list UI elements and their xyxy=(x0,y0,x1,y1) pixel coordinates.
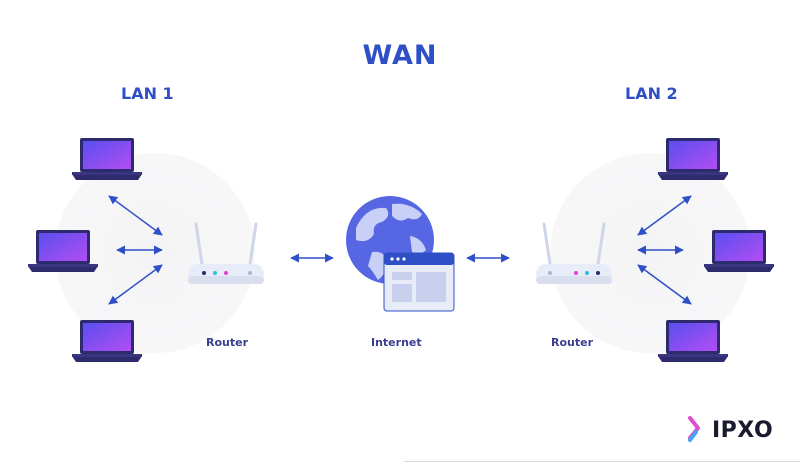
router1-label: Router xyxy=(206,336,249,349)
lan2-title: LAN 2 xyxy=(625,84,678,103)
brand-logo: IPXO xyxy=(686,418,773,443)
lan1-title: LAN 1 xyxy=(121,84,174,103)
ipxo-logo-icon xyxy=(688,416,700,442)
router2-label: Router xyxy=(551,336,594,349)
lan2-arrow-top xyxy=(637,195,692,236)
brand-name: IPXO xyxy=(712,418,774,443)
footer-divider xyxy=(404,461,800,462)
internet-label: Internet xyxy=(371,336,422,349)
lan2-laptop-middle-icon xyxy=(704,230,774,272)
lan1-arrow-bottom xyxy=(108,264,163,305)
diagram-title: WAN xyxy=(362,40,438,71)
lan1-laptop-top-icon xyxy=(72,138,142,180)
lan1-laptop-middle-icon xyxy=(28,230,98,272)
lan1-arrow-top xyxy=(108,195,163,236)
lan2-laptop-top-icon xyxy=(658,138,728,180)
lan1-laptop-bottom-icon xyxy=(72,320,142,362)
router2-icon xyxy=(534,222,614,286)
router1-icon xyxy=(186,222,266,286)
lan2-laptop-bottom-icon xyxy=(658,320,728,362)
lan2-arrow-bottom xyxy=(637,264,692,305)
browser-window-icon xyxy=(383,252,455,312)
